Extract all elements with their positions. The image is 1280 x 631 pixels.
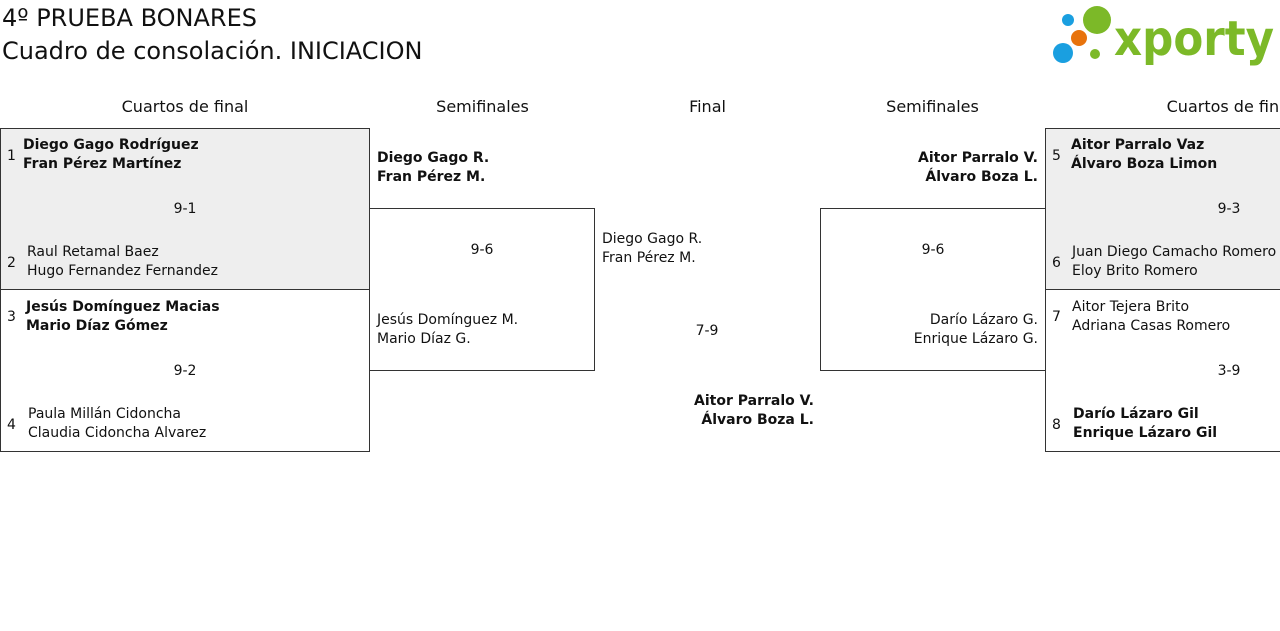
player-name: Darío Lázaro Gil [1073,406,1199,422]
seed-number: 4 [7,417,16,433]
player-name: Aitor Parralo V. [918,150,1038,166]
team-entry: Diego Gago Rodríguez Fran Pérez Martínez [23,136,199,174]
team-entry: Jesús Domínguez M. Mario Díaz G. [377,311,518,349]
player-name: Fran Pérez Martínez [23,156,182,172]
player-name: Álvaro Boza L. [701,412,814,428]
player-name: Fran Pérez M. [377,169,486,185]
seed-number: 7 [1052,309,1061,325]
seed-number: 2 [7,255,16,271]
player-name: Diego Gago R. [377,150,490,166]
match-score: 9-6 [921,242,945,258]
right-quarter-match-1 [1045,128,1280,290]
match-score: 9-2 [173,363,197,379]
xporty-logo: xporty [1050,2,1280,67]
team-entry: Aitor Parralo Vaz Álvaro Boza Limon [1071,136,1217,174]
left-quarter-match-1 [0,128,370,290]
player-name: Hugo Fernandez Fernandez [27,263,218,279]
team-entry: Aitor Parralo V. Álvaro Boza L. [838,149,1038,187]
player-name: Eloy Brito Romero [1072,263,1198,279]
page-subtitle: Cuadro de consolación. INICIACION [2,37,423,65]
player-name: Claudia Cidoncha Alvarez [28,425,207,441]
seed-number: 5 [1052,148,1061,164]
player-name: Mario Díaz Gómez [26,318,168,334]
svg-text:xporty: xporty [1114,11,1274,66]
player-name: Darío Lázaro G. [929,312,1038,328]
seed-number: 6 [1052,255,1061,271]
final-winner: Aitor Parralo V. Álvaro Boza L. [614,392,814,430]
team-entry: Jesús Domínguez Macias Mario Díaz Gómez [26,298,220,336]
player-name: Álvaro Boza L. [925,169,1038,185]
team-entry: Darío Lázaro G. Enrique Lázaro G. [838,311,1038,349]
seed-number: 1 [7,148,16,164]
player-name: Jesús Domínguez M. [377,312,519,328]
player-name: Aitor Tejera Brito [1072,299,1190,315]
team-entry: Juan Diego Camacho Romero Eloy Brito Rom… [1072,243,1276,281]
player-name: Álvaro Boza Limon [1071,156,1218,172]
seed-number: 8 [1052,417,1061,433]
player-name: Enrique Lázaro Gil [1073,425,1218,441]
team-entry: Diego Gago R. Fran Pérez M. [377,149,489,187]
final-score: 7-9 [695,323,719,339]
match-score: 9-1 [173,201,197,217]
team-entry: Diego Gago R. Fran Pérez M. [602,230,702,268]
round-header-left-quarters: Cuartos de final [121,97,249,116]
match-score: 9-6 [470,242,494,258]
player-name: Juan Diego Camacho Romero [1072,244,1277,260]
round-header-final: Final [689,97,726,116]
player-name: Adriana Casas Romero [1072,318,1231,334]
player-name: Fran Pérez M. [602,250,696,266]
team-entry: Raul Retamal Baez Hugo Fernandez Fernand… [27,243,218,281]
player-name: Mario Díaz G. [377,331,471,347]
player-name: Enrique Lázaro G. [913,331,1038,347]
player-name: Aitor Parralo Vaz [1071,137,1205,153]
round-header-left-semis: Semifinales [436,97,529,116]
player-name: Jesús Domínguez Macias [26,299,220,315]
match-score: 3-9 [1217,363,1241,379]
round-header-right-quarters: Cuartos de final [1166,97,1280,116]
player-name: Paula Millán Cidoncha [28,406,181,422]
round-header-right-semis: Semifinales [886,97,979,116]
match-score: 9-3 [1217,201,1241,217]
player-name: Diego Gago R. [602,231,703,247]
team-entry: Paula Millán Cidoncha Claudia Cidoncha A… [28,405,206,443]
player-name: Aitor Parralo V. [694,393,814,409]
right-quarter-match-2 [1045,289,1280,452]
team-entry: Aitor Tejera Brito Adriana Casas Romero [1072,298,1230,336]
page-title: 4º PRUEBA BONARES [2,4,257,32]
seed-number: 3 [7,309,16,325]
xporty-logo-mark: xporty [1053,6,1274,67]
player-name: Raul Retamal Baez [27,244,159,260]
player-name: Diego Gago Rodríguez [23,137,199,153]
team-entry: Darío Lázaro Gil Enrique Lázaro Gil [1073,405,1217,443]
left-semifinal-bracket [369,208,595,371]
